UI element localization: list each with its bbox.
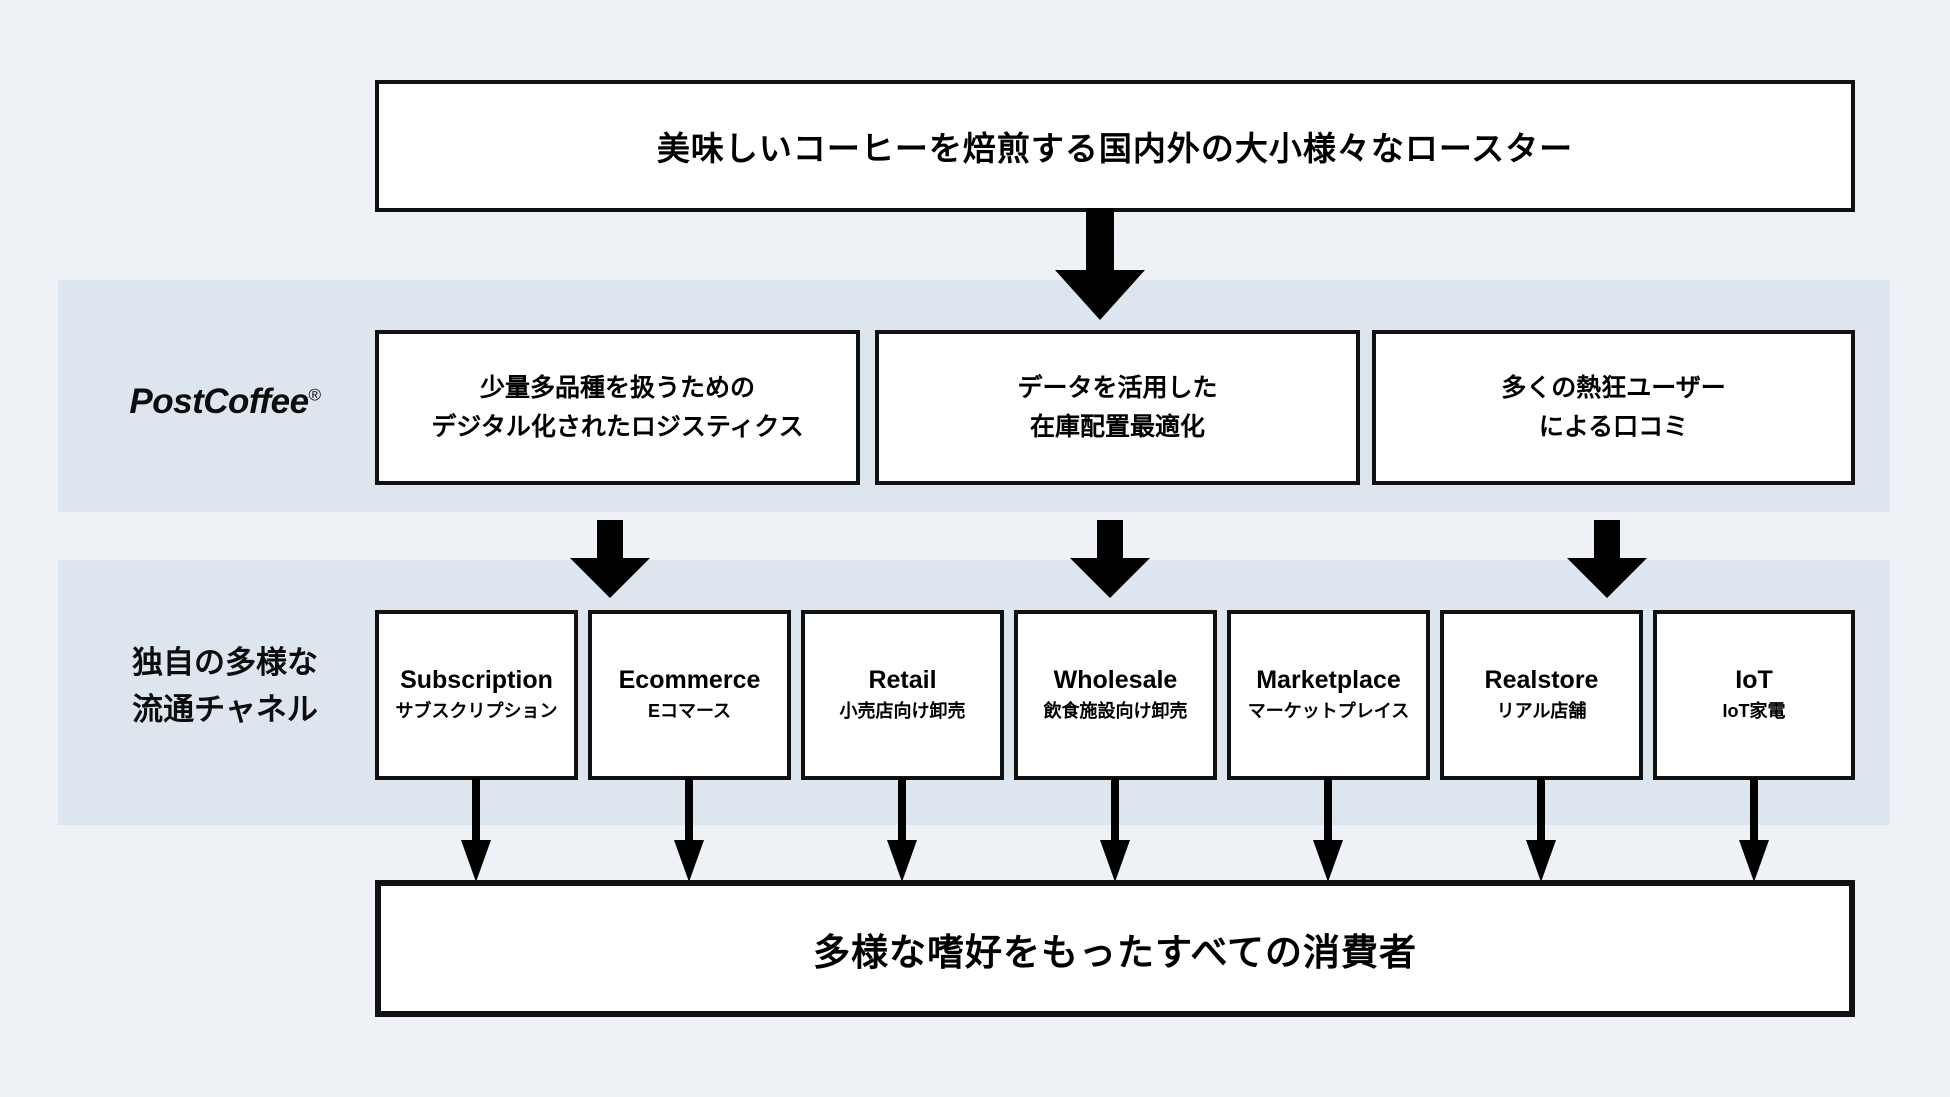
capability-box: 多くの熱狂ユーザー による口コミ — [1372, 330, 1855, 485]
channels-row-label: 独自の多様な 流通チャネル — [80, 640, 370, 733]
channel-name-ja: IoT家電 — [1722, 701, 1786, 722]
channel-name-en: Retail — [868, 666, 937, 695]
registered-mark-icon: ® — [308, 385, 322, 405]
capability-line-2: による口コミ — [1538, 412, 1689, 441]
arrow-capability-to-channels — [1567, 520, 1647, 598]
channel-name-ja: リアル店舗 — [1496, 701, 1587, 722]
arrow-channel-to-consumers — [1313, 778, 1343, 882]
channel-name-en: Marketplace — [1256, 666, 1401, 695]
channels-label-line-1: 独自の多様な — [132, 645, 318, 680]
capability-line-1: 多くの熱狂ユーザー — [1501, 373, 1726, 402]
capability-line-2: デジタル化されたロジスティクス — [431, 412, 804, 441]
channel-name-ja: 飲食施設向け卸売 — [1043, 701, 1188, 722]
postcoffee-brand-text: PostCoffee — [129, 382, 309, 421]
channel-name-ja: サブスクリプション — [395, 701, 558, 722]
channel-box: Marketplace マーケットプレイス — [1227, 610, 1430, 780]
channel-box: Wholesale 飲食施設向け卸売 — [1014, 610, 1217, 780]
arrow-channel-to-consumers — [461, 778, 491, 882]
channel-box: Ecommerce Eコマース — [588, 610, 791, 780]
channel-name-en: Wholesale — [1053, 666, 1178, 695]
capability-box: データを活用した 在庫配置最適化 — [875, 330, 1360, 485]
channel-box: Retail 小売店向け卸売 — [801, 610, 1004, 780]
channel-name-ja: Eコマース — [647, 701, 732, 722]
channel-box: Realstore リアル店舗 — [1440, 610, 1643, 780]
arrow-roasters-to-postcoffee — [1055, 208, 1145, 320]
arrow-channel-to-consumers — [1739, 778, 1769, 882]
postcoffee-brand-label: PostCoffee® — [80, 378, 370, 425]
arrow-capability-to-channels — [1070, 520, 1150, 598]
arrow-channel-to-consumers — [887, 778, 917, 882]
arrow-channel-to-consumers — [674, 778, 704, 882]
consumers-label: 多様な嗜好をもったすべての消費者 — [813, 931, 1417, 973]
arrow-capability-to-channels — [570, 520, 650, 598]
channel-name-en: Subscription — [400, 666, 553, 695]
roasters-label: 美味しいコーヒーを焙煎する国内外の大小様々なロースター — [656, 130, 1574, 167]
channel-box: Subscription サブスクリプション — [375, 610, 578, 780]
channel-name-en: Realstore — [1484, 666, 1599, 695]
capability-line-1: 少量多品種を扱うための — [479, 373, 755, 402]
capability-line-2: 在庫配置最適化 — [1029, 412, 1205, 441]
capability-box: 少量多品種を扱うための デジタル化されたロジスティクス — [375, 330, 860, 485]
channel-box: IoT IoT家電 — [1653, 610, 1855, 780]
channels-label-line-2: 流通チャネル — [132, 691, 318, 727]
arrow-channel-to-consumers — [1100, 778, 1130, 882]
consumers-box: 多様な嗜好をもったすべての消費者 — [375, 880, 1855, 1017]
arrow-channel-to-consumers — [1526, 778, 1556, 882]
channel-name-ja: マーケットプレイス — [1247, 701, 1410, 722]
channel-name-en: IoT — [1735, 666, 1773, 695]
capability-line-1: データを活用した — [1017, 373, 1218, 402]
roasters-box: 美味しいコーヒーを焙煎する国内外の大小様々なロースター — [375, 80, 1855, 212]
channel-name-en: Ecommerce — [618, 666, 761, 695]
channel-name-ja: 小売店向け卸売 — [839, 701, 966, 722]
